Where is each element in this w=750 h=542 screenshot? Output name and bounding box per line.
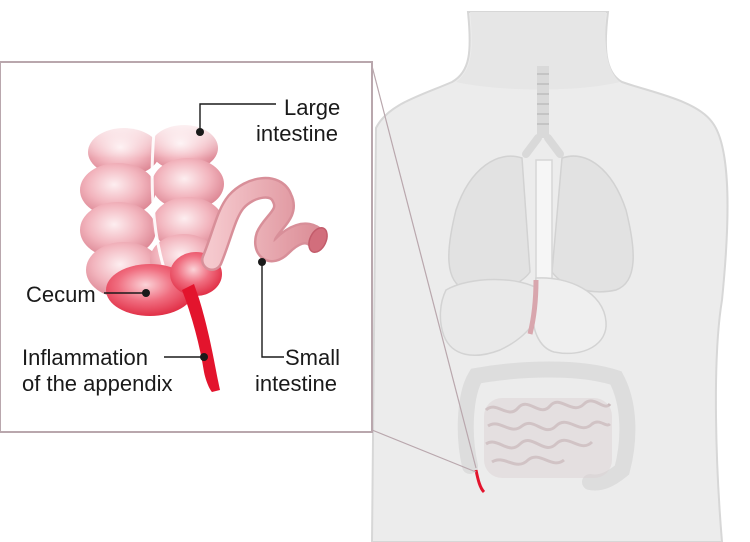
body-appendix-mark xyxy=(474,469,486,494)
dot-small-intestine xyxy=(258,258,266,266)
body-colon xyxy=(457,361,636,491)
small-intestine-label: Small intestine xyxy=(255,345,340,397)
small-intestine-illustration xyxy=(201,176,328,271)
large-intestine-label-line2: intestine xyxy=(256,121,338,146)
intestine-mass xyxy=(484,398,612,478)
cecum-label: Cecum xyxy=(26,282,96,308)
neck xyxy=(456,12,620,90)
appendix-label-line2: of the appendix xyxy=(22,371,173,396)
leader-large-intestine xyxy=(199,103,276,132)
dot-cecum xyxy=(142,289,150,297)
ileum-opening xyxy=(308,226,328,254)
dot-appendix xyxy=(200,353,208,361)
small-intestine-label-line1: Small xyxy=(285,345,341,370)
body-small-intestine xyxy=(484,399,612,466)
connector-top xyxy=(371,65,477,469)
cecum-label-text: Cecum xyxy=(26,282,96,307)
large-intestine-label: Large intestine xyxy=(256,95,340,147)
torso-silhouette xyxy=(370,11,729,542)
connector-bottom xyxy=(371,429,477,473)
dot-large-intestine xyxy=(196,128,204,136)
inflamed-appendix xyxy=(182,284,220,392)
large-intestine-illustration xyxy=(80,118,230,392)
appendix-label: Inflammation of the appendix xyxy=(22,345,172,397)
liver xyxy=(439,278,543,357)
esophagus-highlight xyxy=(527,279,539,335)
leader-small-intestine xyxy=(261,262,284,358)
stomach xyxy=(532,277,607,355)
trachea xyxy=(522,66,564,158)
small-intestine-label-line2: intestine xyxy=(255,371,337,396)
appendix-label-line1: Inflammation xyxy=(22,345,148,370)
esophagus xyxy=(535,159,553,281)
large-intestine-label-line1: Large xyxy=(284,95,341,120)
leader-dots xyxy=(142,128,266,361)
leader-lines xyxy=(104,103,284,358)
